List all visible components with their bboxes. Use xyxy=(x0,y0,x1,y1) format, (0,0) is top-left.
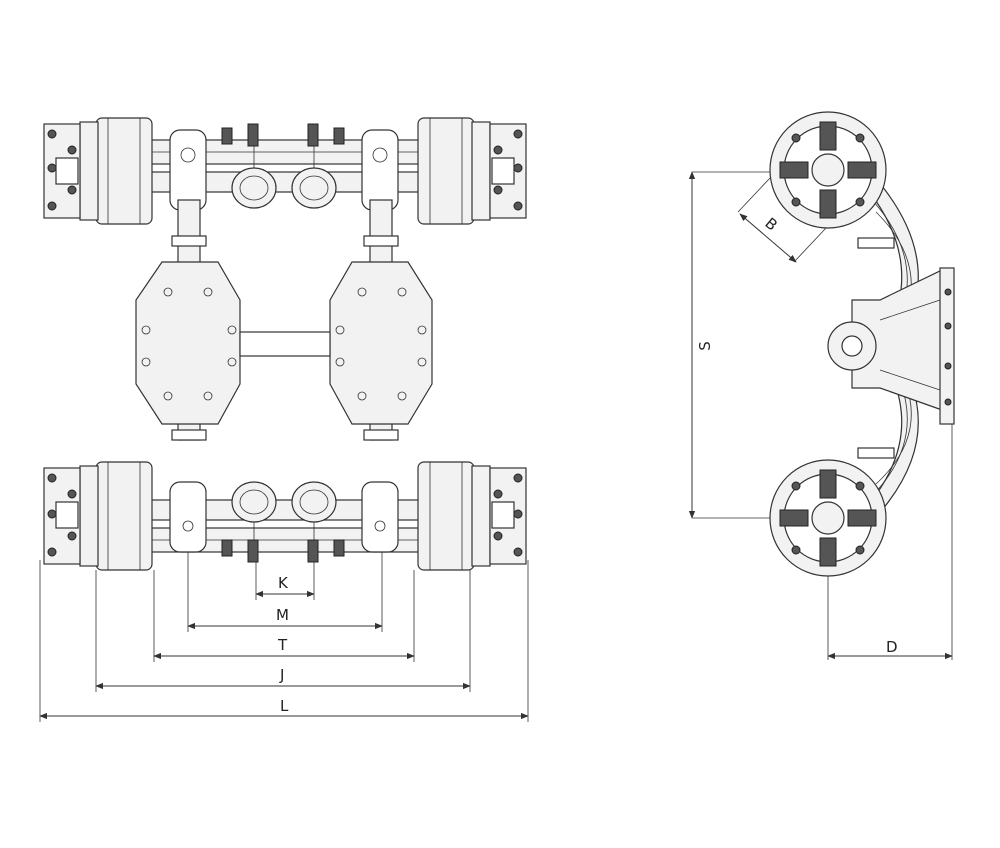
dim-label-b: B xyxy=(761,214,780,234)
dim-label-l: L xyxy=(280,697,289,715)
side-view-assembly: S B D xyxy=(688,111,955,660)
dim-label-s: S xyxy=(696,341,714,351)
center-plate-right xyxy=(329,261,433,425)
rear-axle xyxy=(43,461,527,571)
upper-wheel-hub xyxy=(769,111,887,229)
front-axle xyxy=(43,117,527,225)
lower-wheel-hub xyxy=(769,459,887,577)
dim-line-b xyxy=(739,213,797,263)
dim-label-m: M xyxy=(276,606,289,624)
dim-label-d: D xyxy=(886,638,898,656)
dim-label-t: T xyxy=(277,636,288,654)
dim-label-k: K xyxy=(278,574,289,592)
dim-label-j: J xyxy=(279,666,284,684)
center-plate-left xyxy=(135,261,241,425)
top-view-assembly: K M T J L xyxy=(39,117,529,722)
